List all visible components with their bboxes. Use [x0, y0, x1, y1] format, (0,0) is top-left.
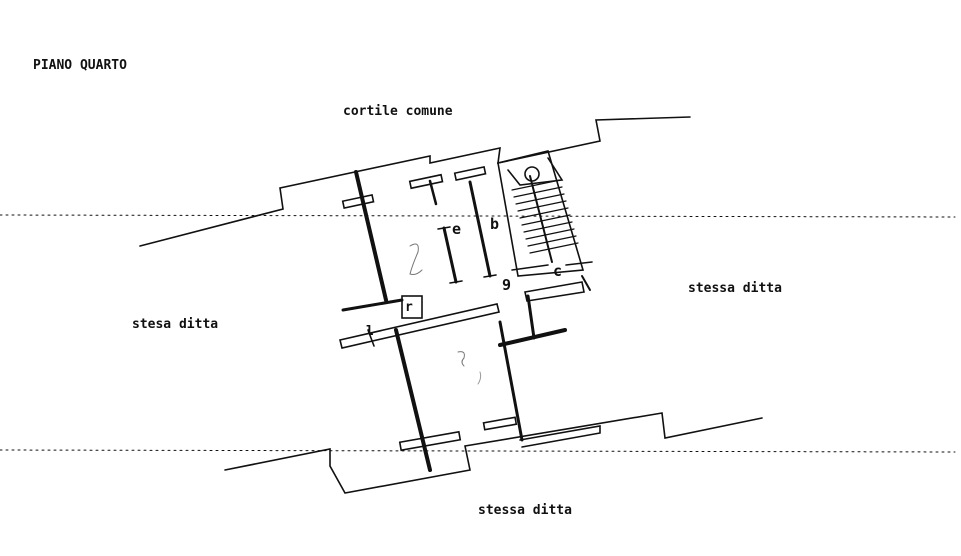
staircase-treads — [511, 179, 579, 254]
room-letter-r: r — [405, 300, 413, 315]
interior-wall-right-short — [526, 294, 536, 340]
label-bottom-neighbor: stessa ditta — [478, 503, 572, 518]
handwritten-mark-3 — [457, 351, 465, 367]
label-right-neighbor: stessa ditta — [688, 281, 782, 296]
handwritten-mark-2 — [409, 243, 423, 275]
staircase-outline — [497, 150, 585, 277]
label-cortile-comune: cortile comune — [343, 104, 453, 119]
small-room-r — [401, 295, 423, 319]
room-letter-l: l — [366, 324, 374, 339]
staircase-center-divider — [529, 175, 553, 263]
room-letter-e: e — [452, 220, 462, 238]
bearing-wall-left-upper — [354, 170, 388, 302]
staircase-newel — [524, 166, 540, 182]
outer-wall-top — [139, 116, 691, 247]
wall-stub-c — [428, 179, 438, 206]
room-letter-9: 9 — [502, 276, 512, 294]
wall-stub-a — [341, 193, 375, 209]
wall-stub-c-right — [524, 281, 585, 302]
plan-title: PIANO QUARTO — [33, 58, 127, 73]
staircase-landing — [511, 264, 549, 271]
corridor-tick-l — [367, 329, 375, 347]
wall-bottom-right — [519, 425, 601, 448]
partition-e — [442, 226, 458, 284]
staircase-rail — [507, 157, 564, 186]
wall-stub-bottom-a — [398, 430, 462, 452]
corridor-wall — [339, 303, 500, 349]
wall-stub-r-left — [341, 298, 404, 312]
partition-e-cap-bottom — [449, 280, 463, 284]
wall-stub-d — [453, 165, 487, 181]
partition-b-cap — [483, 274, 497, 278]
outer-wall-bottom — [224, 412, 763, 494]
interior-wall-right-spur — [498, 328, 567, 347]
handwritten-mark-slash — [477, 371, 482, 385]
staircase — [497, 150, 593, 277]
interior-wall-right — [498, 320, 524, 442]
dotted-reference-line-bottom — [0, 449, 956, 453]
partition-b — [468, 180, 492, 278]
wall-stub-bottom-b — [482, 416, 518, 431]
staircase-landing-right — [565, 261, 593, 266]
partition-e-cap-top — [437, 226, 451, 230]
room-letter-b: b — [490, 215, 500, 233]
wall-stub-b — [408, 173, 444, 190]
wall-stub-c-cap — [581, 275, 591, 291]
label-left-neighbor: stesa ditta — [132, 317, 219, 332]
room-letter-c: c — [553, 262, 563, 280]
